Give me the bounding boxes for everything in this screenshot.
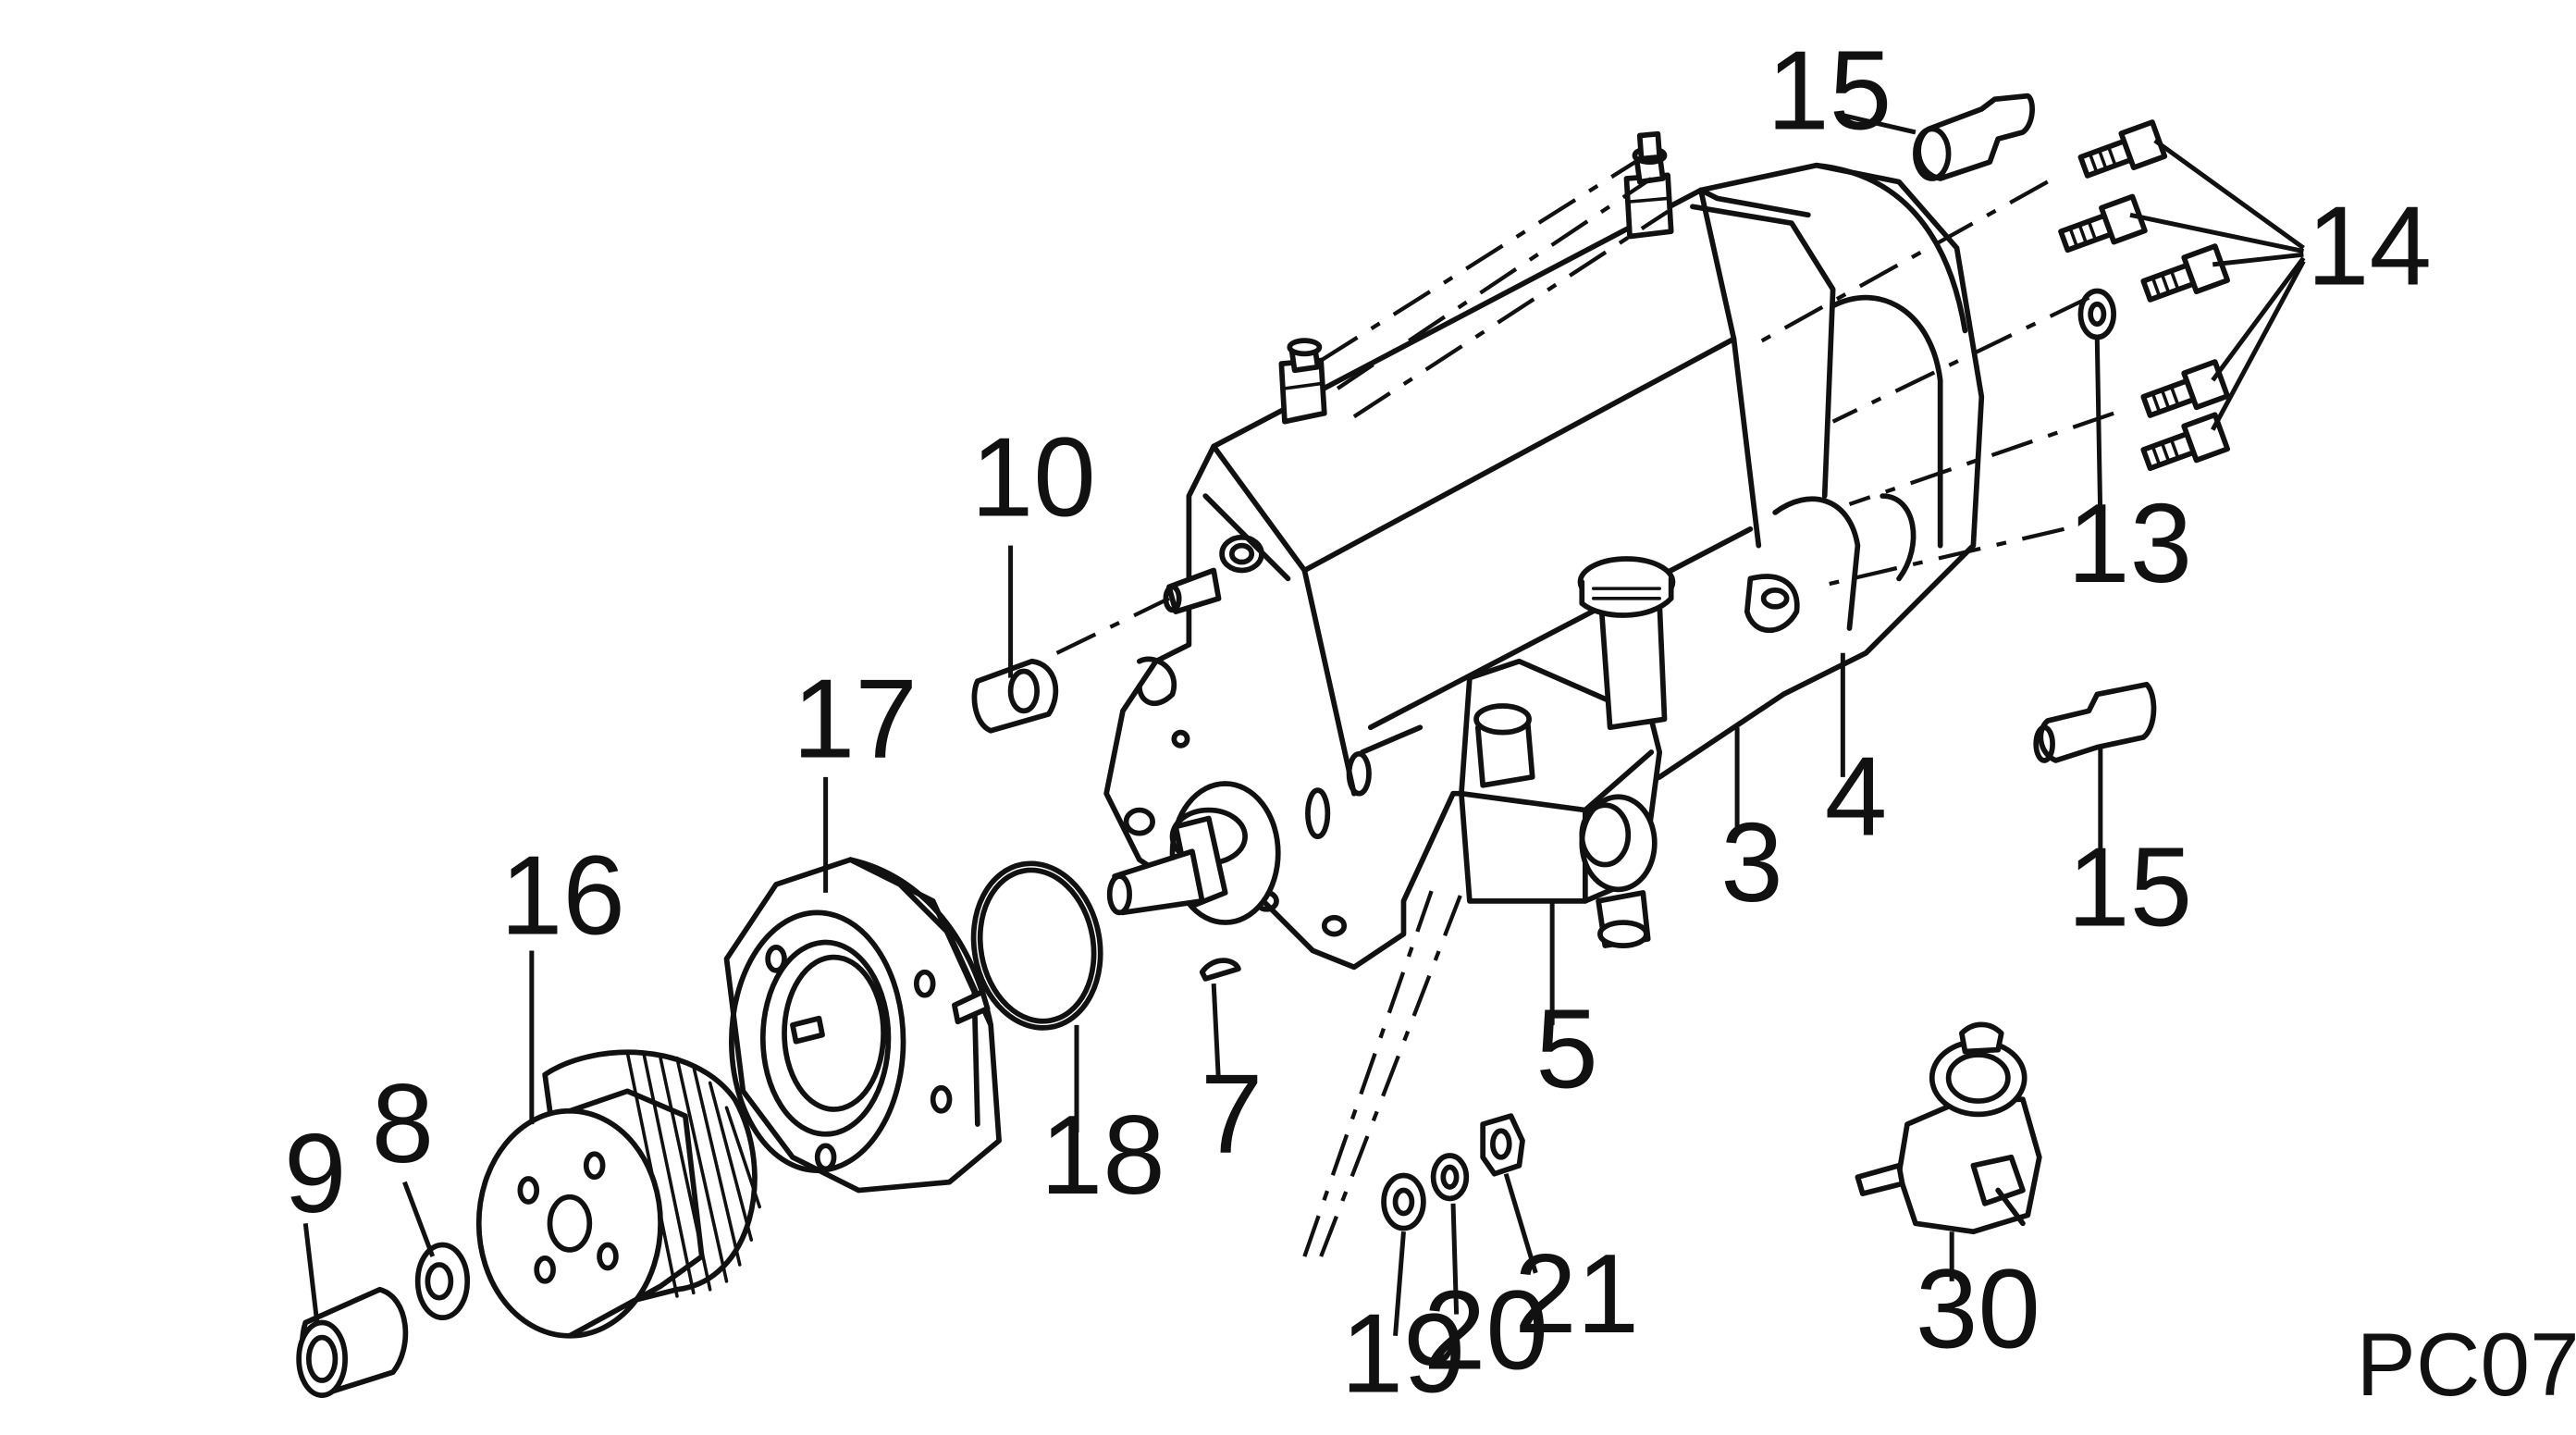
callout-labels: 15 14 13 15 4 3 5 7 18 10 17 16 8 9 19 2… — [284, 27, 2576, 1416]
callout-21: 21 — [1514, 1231, 1639, 1356]
callout-15-top: 15 — [1767, 27, 1892, 153]
part-13-washer — [2077, 288, 2116, 340]
callout-14: 14 — [2307, 182, 2432, 308]
part-20-spring-washer — [1430, 1153, 1470, 1202]
callout-30: 30 — [1916, 1245, 2040, 1371]
callout-3: 3 — [1720, 799, 1783, 925]
callout-18: 18 — [1041, 1092, 1165, 1218]
delivery-valve-holders — [1278, 130, 1674, 425]
callout-16: 16 — [500, 833, 625, 959]
part-30-actuator — [1855, 1021, 2042, 1235]
part-10-pin — [971, 658, 1059, 734]
leader-lines — [302, 113, 2306, 1336]
part-19-washer — [1381, 1172, 1426, 1231]
callout-20: 20 — [1424, 1267, 1548, 1392]
part-16-gear — [475, 1049, 762, 1339]
callout-5: 5 — [1535, 986, 1598, 1112]
feed-pump — [1459, 556, 1676, 948]
part-18-o-ring — [970, 860, 1103, 1031]
assembly-centerlines — [1055, 179, 2114, 1257]
callout-19: 19 — [1341, 1290, 1466, 1416]
part-21-nut — [1480, 1113, 1525, 1177]
part-9-nut — [296, 1286, 409, 1398]
part-15-adapter-top — [1913, 93, 2035, 181]
part-15-adapter-right — [2033, 681, 2157, 763]
callout-13: 13 — [2067, 480, 2192, 606]
callout-10: 10 — [971, 414, 1096, 539]
part-14-bolts — [2058, 119, 2231, 472]
part-17-bearing-housing — [723, 857, 1002, 1194]
drawing-code: PC0734 — [2357, 1316, 2576, 1415]
callout-15-right: 15 — [2067, 824, 2192, 950]
callout-8: 8 — [372, 1060, 435, 1186]
callout-4: 4 — [1825, 733, 1888, 859]
part-8-washer — [414, 1242, 471, 1320]
callout-17: 17 — [793, 655, 918, 781]
callout-7: 7 — [1201, 1050, 1263, 1176]
callout-9: 9 — [284, 1110, 347, 1236]
injection-pump-body — [1103, 162, 1985, 971]
part-7-woodruff-key — [1199, 958, 1241, 982]
